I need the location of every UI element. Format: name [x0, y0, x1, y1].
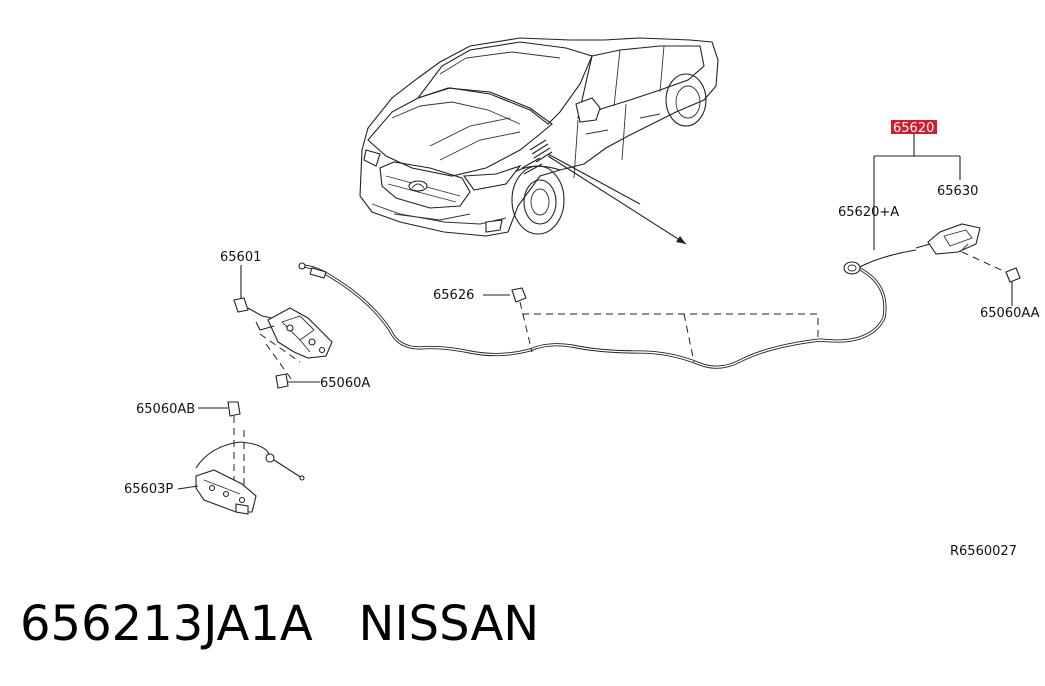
label-65620-a: 65620+A	[838, 205, 899, 220]
release-handle	[915, 223, 1021, 306]
cable-clip: 65626	[433, 287, 819, 363]
label-65060a: 65060A	[320, 376, 370, 391]
label-65601: 65601	[220, 250, 261, 265]
label-65060ab: 65060AB	[136, 402, 195, 417]
label-65060aa: 65060AA	[980, 306, 1040, 321]
release-cable	[298, 249, 917, 369]
part-number: 656213JA1A	[20, 596, 313, 652]
label-65603p: 65603P	[124, 482, 173, 497]
label-65626: 65626	[433, 288, 474, 303]
vehicle-illustration	[359, 37, 719, 245]
assembly-callout: 65620 65630 65620+A 65060AA	[838, 120, 1040, 321]
label-65630: 65630	[937, 184, 978, 199]
lower-lock: 65060AB 65603P	[124, 401, 305, 515]
label-65620: 65620	[893, 121, 934, 136]
hood-lock: 65601 65060A	[220, 250, 370, 391]
reference-code: R6560027	[950, 544, 1017, 559]
assembly-highlight	[891, 120, 937, 134]
brand-name: NISSAN	[358, 596, 540, 652]
caption: 656213JA1A NISSAN	[20, 596, 539, 652]
